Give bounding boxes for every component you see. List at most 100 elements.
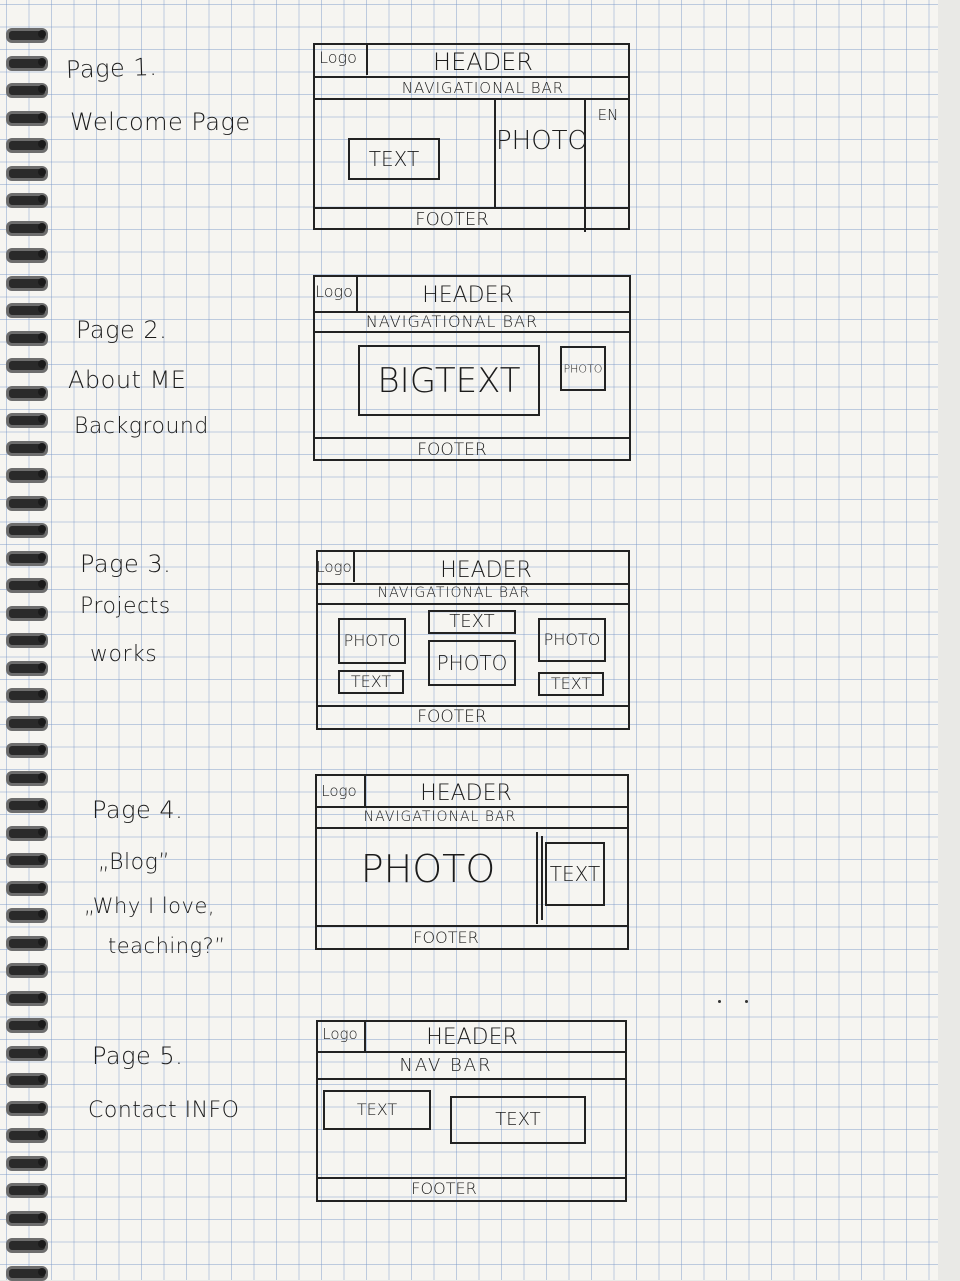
spiral-ring bbox=[6, 1155, 48, 1171]
spiral-ring bbox=[6, 385, 48, 401]
binding-hole bbox=[38, 112, 46, 121]
wf3-photo-left-box: PHOTO bbox=[338, 618, 406, 664]
spiral-ring bbox=[6, 220, 48, 236]
wf1-header: HEADER bbox=[433, 48, 533, 76]
wf3-photo-left: PHOTO bbox=[343, 631, 401, 650]
binding-hole bbox=[38, 1212, 46, 1221]
binding-hole bbox=[38, 992, 46, 1001]
wf2-footer: FOOTER bbox=[417, 440, 487, 460]
wf5-nav: NAV BAR bbox=[399, 1055, 493, 1076]
binding-hole bbox=[38, 690, 46, 698]
spiral-ring bbox=[6, 1100, 48, 1116]
spiral-ring bbox=[6, 1210, 48, 1226]
wf3-nav: NAVIGATIONAL BAR bbox=[377, 585, 531, 601]
spiral-ring bbox=[6, 468, 48, 483]
wf4-text-box: TEXT bbox=[545, 842, 605, 906]
binding-hole bbox=[38, 800, 46, 808]
spiral-ring bbox=[6, 578, 48, 593]
wf5-text-right-box: TEXT bbox=[450, 1096, 586, 1144]
binding-hole bbox=[38, 1102, 46, 1111]
spiral-ring bbox=[6, 1073, 48, 1088]
binding-hole bbox=[38, 387, 46, 396]
page3-subtitle-1: Projects bbox=[80, 594, 171, 619]
wf2-photo-box: PHOTO bbox=[560, 346, 606, 391]
wf1-logo: Logo bbox=[319, 48, 357, 67]
wf5-text-right: TEXT bbox=[495, 1109, 541, 1130]
binding-hole bbox=[38, 305, 46, 313]
binding-hole bbox=[38, 635, 46, 643]
spiral-ring bbox=[6, 660, 48, 676]
binding-hole bbox=[38, 525, 46, 533]
wf4-text: TEXT bbox=[549, 862, 601, 886]
wireframe-page1 bbox=[313, 43, 630, 230]
binding-hole bbox=[38, 277, 46, 286]
wf4-footer: FOOTER bbox=[413, 928, 479, 947]
wf3-text-left: TEXT bbox=[350, 672, 392, 691]
wf5-logo: Logo bbox=[322, 1025, 358, 1043]
wf5-text-left: TEXT bbox=[356, 1100, 398, 1119]
spiral-ring bbox=[6, 1128, 48, 1143]
binding-hole bbox=[38, 250, 46, 258]
spiral-ring bbox=[6, 688, 48, 703]
wf3-text-mid: TEXT bbox=[449, 611, 495, 632]
spiral-ring bbox=[6, 248, 48, 263]
spiral-ring bbox=[6, 55, 48, 71]
binding-hole bbox=[38, 1047, 46, 1056]
binding-hole bbox=[38, 360, 46, 368]
binding-hole bbox=[38, 662, 46, 671]
wf3-text-right-box: TEXT bbox=[538, 672, 604, 696]
wireframe-page2 bbox=[313, 275, 631, 461]
wf2-bigtext-box: BIGTEXT bbox=[358, 345, 540, 416]
wf3-text-right: TEXT bbox=[550, 674, 592, 693]
page2-subtitle-1: About ME bbox=[68, 366, 187, 394]
binding-hole bbox=[38, 222, 46, 231]
wf5-footer: FOOTER bbox=[411, 1179, 477, 1198]
wf3-photo-mid-box: PHOTO bbox=[428, 640, 516, 686]
spiral-ring bbox=[6, 440, 48, 456]
wf4-nav: NAVIGATIONAL BAR bbox=[363, 809, 517, 825]
wf4-logo: Logo bbox=[321, 782, 357, 800]
binding-hole bbox=[38, 1075, 46, 1083]
spiral-binding bbox=[0, 0, 60, 1281]
spiral-ring bbox=[6, 605, 48, 621]
wireframe-page4 bbox=[315, 774, 629, 950]
spiral-ring bbox=[6, 275, 48, 291]
wf2-logo: Logo bbox=[315, 282, 353, 301]
binding-hole bbox=[38, 85, 46, 93]
spiral-ring bbox=[6, 1045, 48, 1061]
binding-hole bbox=[38, 1157, 46, 1166]
page2-title: Page 2. bbox=[76, 316, 168, 344]
wf1-text-box: TEXT bbox=[348, 138, 440, 180]
wf2-nav: NAVIGATIONAL BAR bbox=[365, 312, 539, 331]
wf3-footer: FOOTER bbox=[417, 707, 487, 727]
pen-dot bbox=[718, 1000, 721, 1003]
binding-hole bbox=[38, 580, 46, 588]
binding-hole bbox=[38, 910, 46, 918]
binding-hole bbox=[38, 30, 46, 38]
binding-hole bbox=[38, 937, 46, 946]
binding-hole bbox=[38, 607, 46, 616]
binding-hole bbox=[38, 140, 46, 148]
spiral-ring bbox=[6, 798, 48, 813]
wireframe-page5 bbox=[316, 1020, 627, 1202]
wf1-photo: PHOTO bbox=[495, 126, 589, 156]
spiral-ring bbox=[6, 138, 48, 153]
wf2-bigtext: BIGTEXT bbox=[377, 360, 521, 401]
binding-hole bbox=[38, 1130, 46, 1138]
spiral-ring bbox=[6, 853, 48, 868]
spiral-ring bbox=[6, 633, 48, 648]
binding-hole bbox=[38, 167, 46, 176]
spiral-ring bbox=[6, 990, 48, 1006]
wf3-photo-mid: PHOTO bbox=[436, 651, 508, 675]
wf3-header: HEADER bbox=[440, 558, 532, 583]
wf2-header: HEADER bbox=[422, 283, 514, 308]
binding-hole bbox=[38, 332, 46, 341]
binding-hole bbox=[38, 1240, 46, 1248]
spiral-ring bbox=[6, 1018, 48, 1033]
binding-hole bbox=[38, 57, 46, 66]
wf3-logo: Logo bbox=[316, 558, 352, 576]
spiral-ring bbox=[6, 908, 48, 923]
wf1-nav: NAVIGATIONAL BAR bbox=[401, 79, 565, 97]
wf1-lang: EN bbox=[597, 106, 619, 124]
wf5-text-left-box: TEXT bbox=[323, 1090, 431, 1130]
